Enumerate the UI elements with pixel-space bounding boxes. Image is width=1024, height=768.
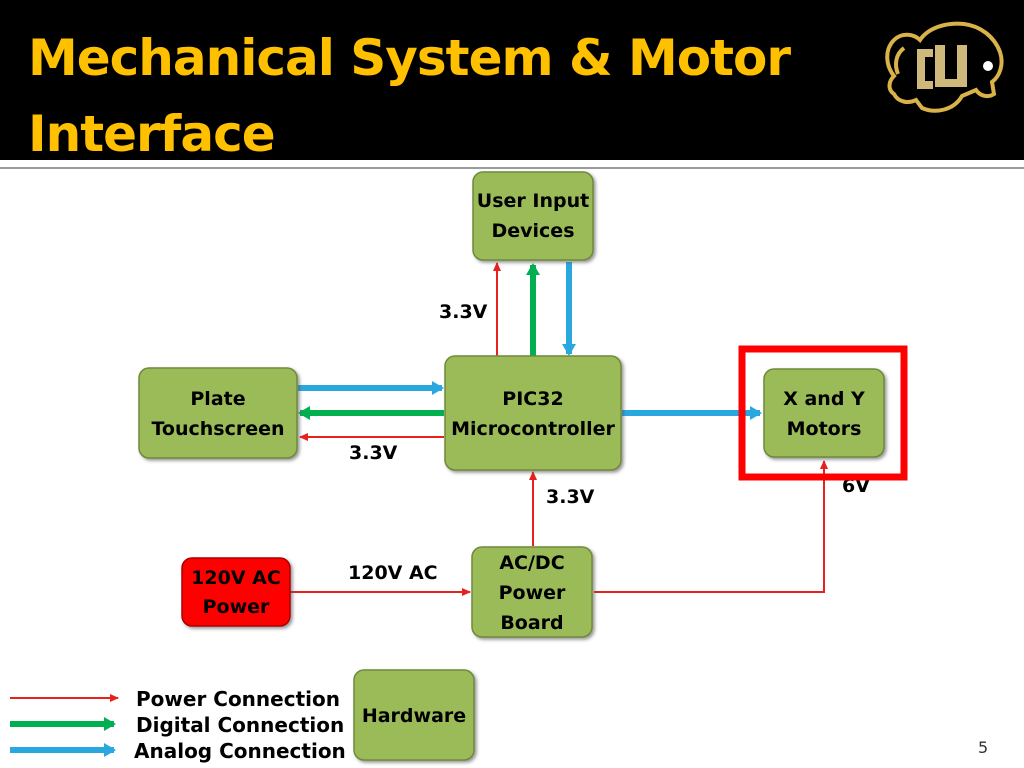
box-plate-line1: Plate	[190, 388, 245, 410]
page-number: 5	[978, 738, 989, 757]
label-pic-to-user-voltage: 3.3V	[439, 301, 488, 323]
box-xy-motors: X and Y Motors	[763, 368, 885, 458]
label-ac-to-board-voltage: 120V AC	[348, 562, 438, 584]
motors-highlight-frame	[738, 345, 908, 481]
slide-title-line2: Interface	[28, 105, 276, 163]
box-user-input-line1: User Input	[477, 190, 589, 212]
box-pic32-line2: Microcontroller	[451, 418, 615, 440]
legend: Power Connection Digital Connection Anal…	[10, 669, 475, 763]
legend-hardware-box: Hardware	[353, 669, 475, 761]
legend-analog-label: Analog Connection	[134, 739, 346, 763]
box-ac-power-line2: Power	[203, 596, 270, 618]
box-120v-ac-power: 120V AC Power	[181, 557, 291, 627]
label-pic-to-plate-voltage: 3.3V	[349, 442, 398, 464]
legend-digital-label: Digital Connection	[136, 713, 344, 737]
slide-title: Mechanical System & Motor Interface	[28, 20, 848, 172]
header-rule	[0, 160, 1024, 169]
box-plate-touchscreen: Plate Touchscreen	[138, 367, 298, 459]
box-acdc-power-board: AC/DC Power Board	[471, 546, 593, 638]
box-board-line1: AC/DC	[499, 552, 564, 574]
box-user-input-line2: Devices	[491, 220, 574, 242]
box-motors-line1: X and Y	[783, 388, 865, 410]
box-board-line2: Power	[499, 582, 566, 604]
label-board-to-pic-voltage: 3.3V	[546, 486, 595, 508]
box-pic32-line1: PIC32	[502, 388, 563, 410]
box-user-input-devices: User Input Devices	[472, 171, 594, 261]
legend-hardware-label: Hardware	[362, 705, 466, 727]
box-board-line3: Board	[500, 612, 563, 634]
slide-header: Mechanical System & Motor Interface	[0, 0, 1024, 163]
slide-title-line1: Mechanical System & Motor	[28, 29, 791, 87]
cu-buffalo-logo-icon	[885, 21, 1004, 113]
box-pic32-microcontroller: PIC32 Microcontroller	[444, 355, 622, 471]
legend-power-label: Power Connection	[136, 687, 340, 711]
box-motors-line2: Motors	[787, 418, 862, 440]
box-plate-line2: Touchscreen	[151, 418, 284, 440]
power-connector-board-to-motors	[594, 460, 828, 593]
box-ac-power-line1: 120V AC	[191, 567, 281, 589]
